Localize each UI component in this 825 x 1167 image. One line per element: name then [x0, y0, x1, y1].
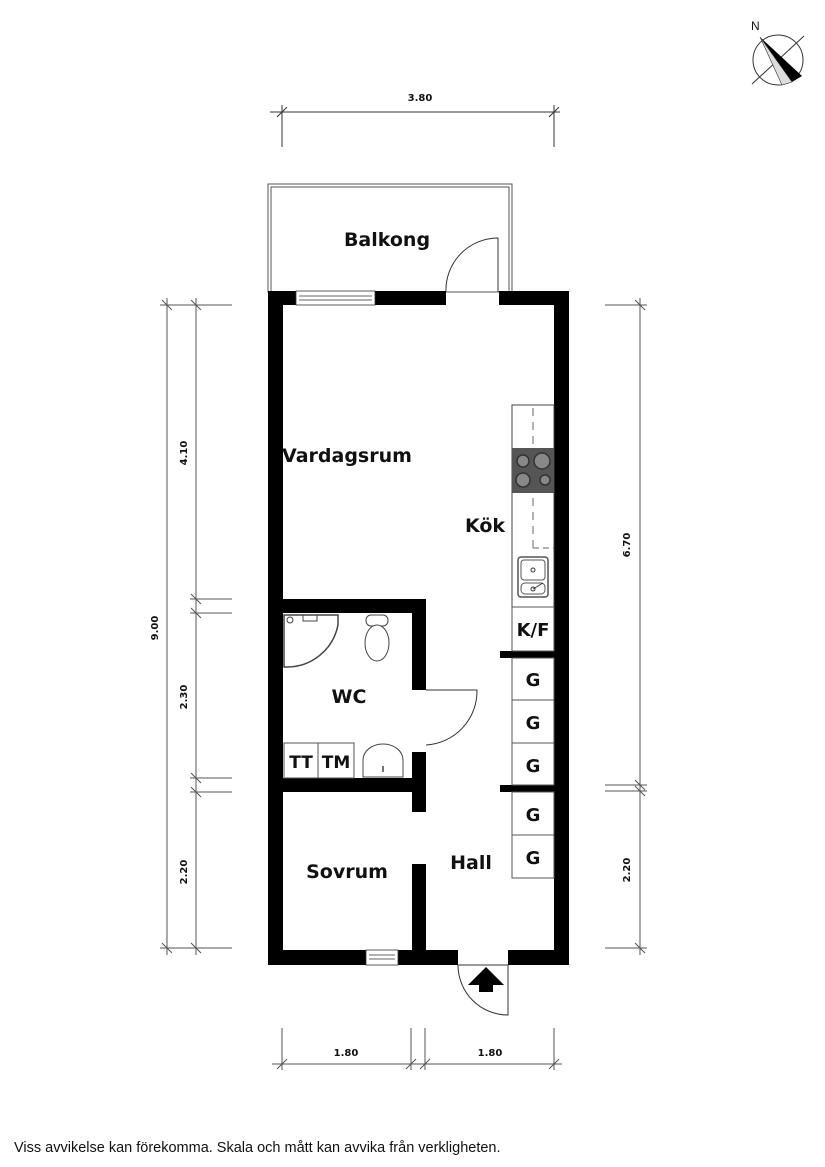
shower-icon	[283, 614, 339, 668]
wardrobes	[511, 657, 555, 879]
dimension-left-2: 2.30	[179, 685, 190, 710]
disclaimer-text: Viss avvikelse kan förekomma. Skala och …	[14, 1140, 501, 1156]
room-label-kitchen: Kök	[465, 515, 505, 537]
dimension-bottom-2: 1.80	[478, 1048, 503, 1059]
entrance-door[interactable]	[457, 964, 509, 1016]
balcony-door[interactable]	[445, 237, 499, 293]
dimension-left	[160, 298, 232, 955]
dimension-left-3: 2.20	[179, 860, 190, 885]
stove-icon	[512, 448, 554, 493]
dimension-bottom	[272, 1028, 562, 1070]
washbasin-icon	[362, 743, 404, 778]
wardrobe-label-5: G	[526, 848, 541, 869]
sink-icon	[517, 556, 549, 598]
room-label-hall: Hall	[450, 852, 492, 874]
wardrobe-label-2: G	[526, 713, 541, 734]
dimension-top	[270, 105, 560, 147]
wardrobe-label-4: G	[526, 805, 541, 826]
dimension-right-1: 6.70	[622, 533, 633, 558]
room-label-bedroom: Sovrum	[306, 861, 388, 883]
washer-label: TM	[322, 753, 351, 773]
fridge-freezer	[511, 606, 555, 652]
compass-label: N	[751, 19, 760, 33]
window-bedroom	[365, 949, 399, 966]
walls	[268, 291, 569, 965]
toilet-icon	[364, 614, 390, 662]
fridge-freezer-label: K/F	[517, 620, 550, 641]
dimension-left-total: 9.00	[150, 616, 161, 641]
dryer-label: TT	[289, 753, 313, 773]
north-arrow-icon: N	[751, 19, 805, 86]
room-label-balcony: Balkong	[344, 229, 430, 251]
window-living-room	[295, 290, 376, 306]
dimension-right	[605, 298, 647, 955]
dimension-top-label: 3.80	[408, 93, 433, 104]
room-label-bathroom: WC	[332, 686, 367, 708]
dimension-right-2: 2.20	[622, 858, 633, 883]
entrance-arrow-icon	[468, 967, 504, 992]
dimension-bottom-1: 1.80	[334, 1048, 359, 1059]
laundry-machines	[283, 742, 355, 779]
wardrobe-label-1: G	[526, 670, 541, 691]
room-label-living-room: Vardagsrum	[282, 445, 412, 467]
dimension-left-1: 4.10	[179, 441, 190, 466]
wardrobe-label-3: G	[526, 756, 541, 777]
bathroom-door[interactable]	[425, 689, 478, 746]
